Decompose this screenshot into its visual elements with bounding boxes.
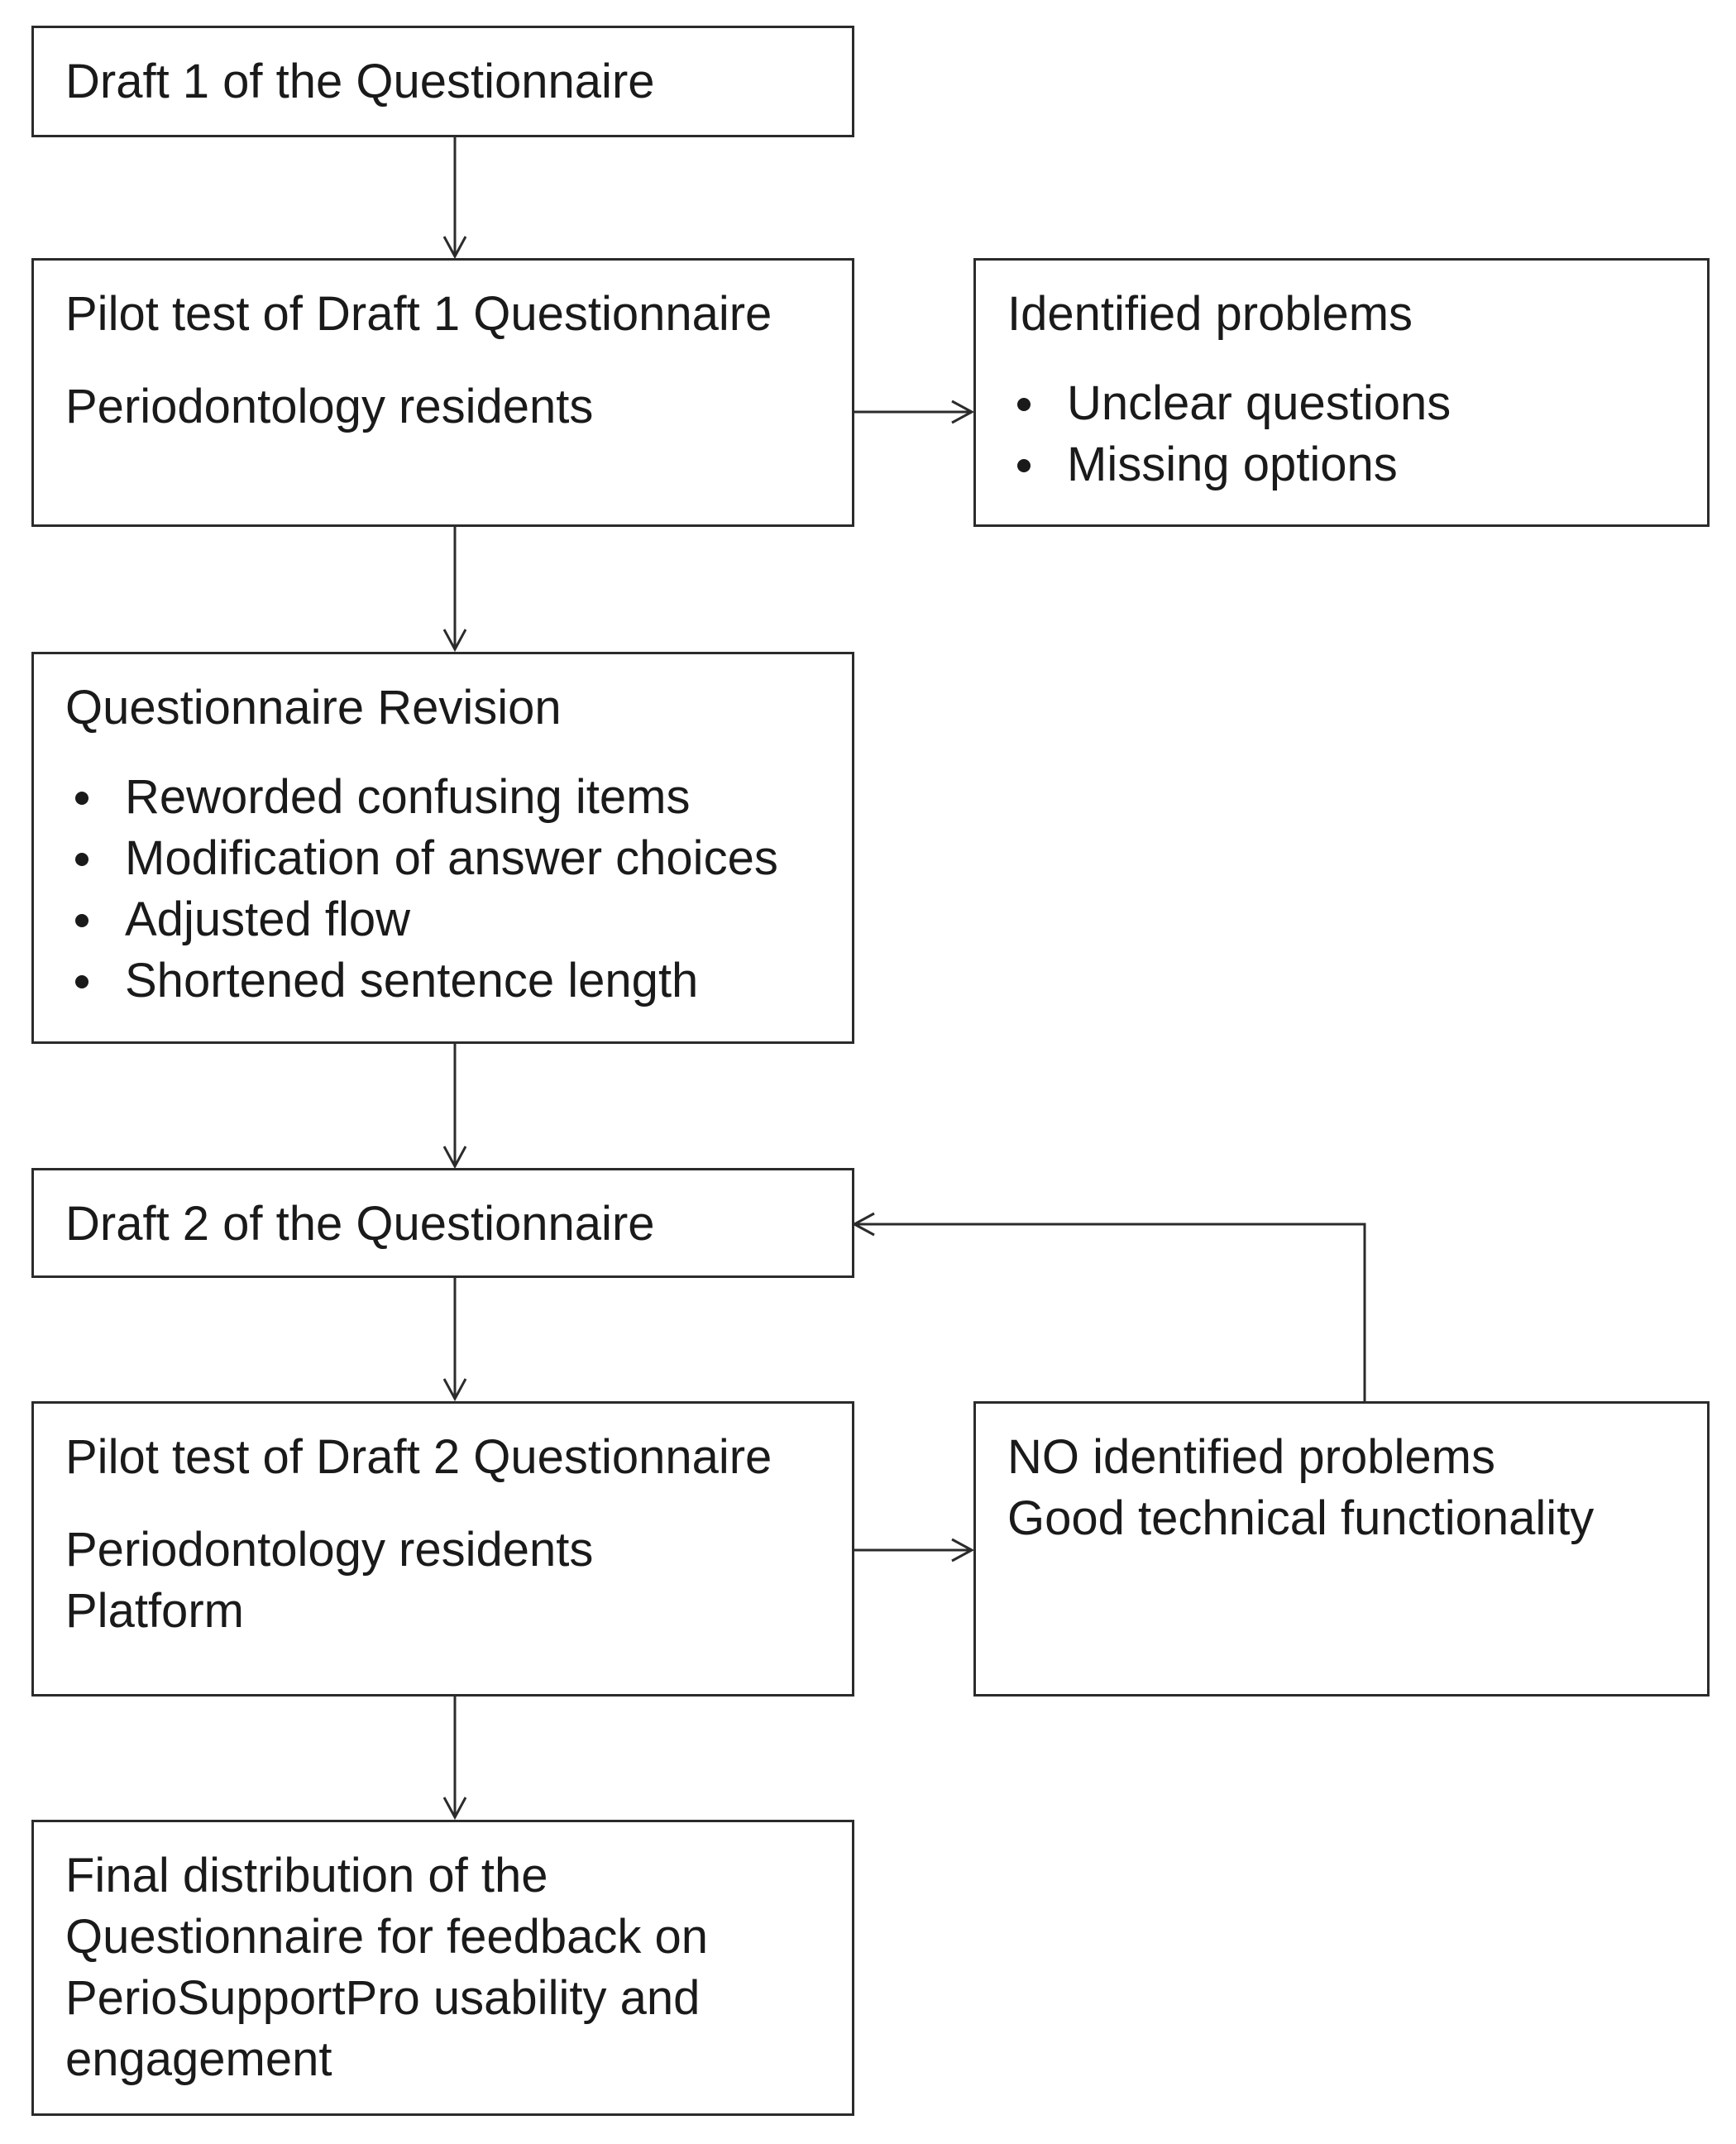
node-problems1-bullet: Unclear questions: [1007, 373, 1679, 434]
node-draft2-title: Draft 2 of the Questionnaire: [65, 1197, 655, 1251]
node-final-line: engagement: [65, 2032, 332, 2086]
node-revision-bullet: Adjusted flow: [65, 889, 824, 950]
node-pilot2-title: Pilot test of Draft 2 Questionnaire: [65, 1430, 772, 1484]
node-revision-bullet: Reworded confusing items: [65, 767, 824, 828]
node-pilot1-title: Pilot test of Draft 1 Questionnaire: [65, 287, 772, 341]
node-problems2: NO identified problems Good technical fu…: [973, 1401, 1710, 1697]
node-final-line: Final distribution of the: [65, 1849, 548, 1902]
node-pilot2-line: Platform: [65, 1584, 244, 1638]
node-pilot2-line: Periodontology residents: [65, 1523, 594, 1577]
node-problems2-line: Good technical functionality: [1007, 1491, 1595, 1545]
node-revision-bullet: Modification of answer choices: [65, 828, 824, 889]
arrow-problems2-to-draft2: [851, 1212, 1366, 1401]
node-draft2: Draft 2 of the Questionnaire: [31, 1168, 854, 1278]
node-draft1: Draft 1 of the Questionnaire: [31, 26, 854, 137]
node-pilot2: Pilot test of Draft 2 Questionnaire Peri…: [31, 1401, 854, 1697]
node-problems1-list: Unclear questions Missing options: [1007, 373, 1679, 495]
node-problems1-title: Identified problems: [1007, 287, 1413, 341]
node-final-line: PerioSupportPro usability and: [65, 1971, 701, 2025]
node-problems1: Identified problems Unclear questions Mi…: [973, 258, 1710, 527]
node-revision-bullet: Shortened sentence length: [65, 950, 824, 1012]
node-revision: Questionnaire Revision Reworded confusin…: [31, 652, 854, 1044]
node-revision-title: Questionnaire Revision: [65, 681, 562, 735]
node-pilot1: Pilot test of Draft 1 Questionnaire Peri…: [31, 258, 854, 527]
node-final: Final distribution of the Questionnaire …: [31, 1820, 854, 2116]
node-problems1-bullet: Missing options: [1007, 434, 1679, 495]
node-problems2-line: NO identified problems: [1007, 1430, 1495, 1484]
node-pilot1-line: Periodontology residents: [65, 380, 594, 433]
node-final-line: Questionnaire for feedback on: [65, 1910, 709, 1964]
node-draft1-title: Draft 1 of the Questionnaire: [65, 55, 655, 108]
node-revision-list: Reworded confusing items Modification of…: [65, 767, 824, 1012]
